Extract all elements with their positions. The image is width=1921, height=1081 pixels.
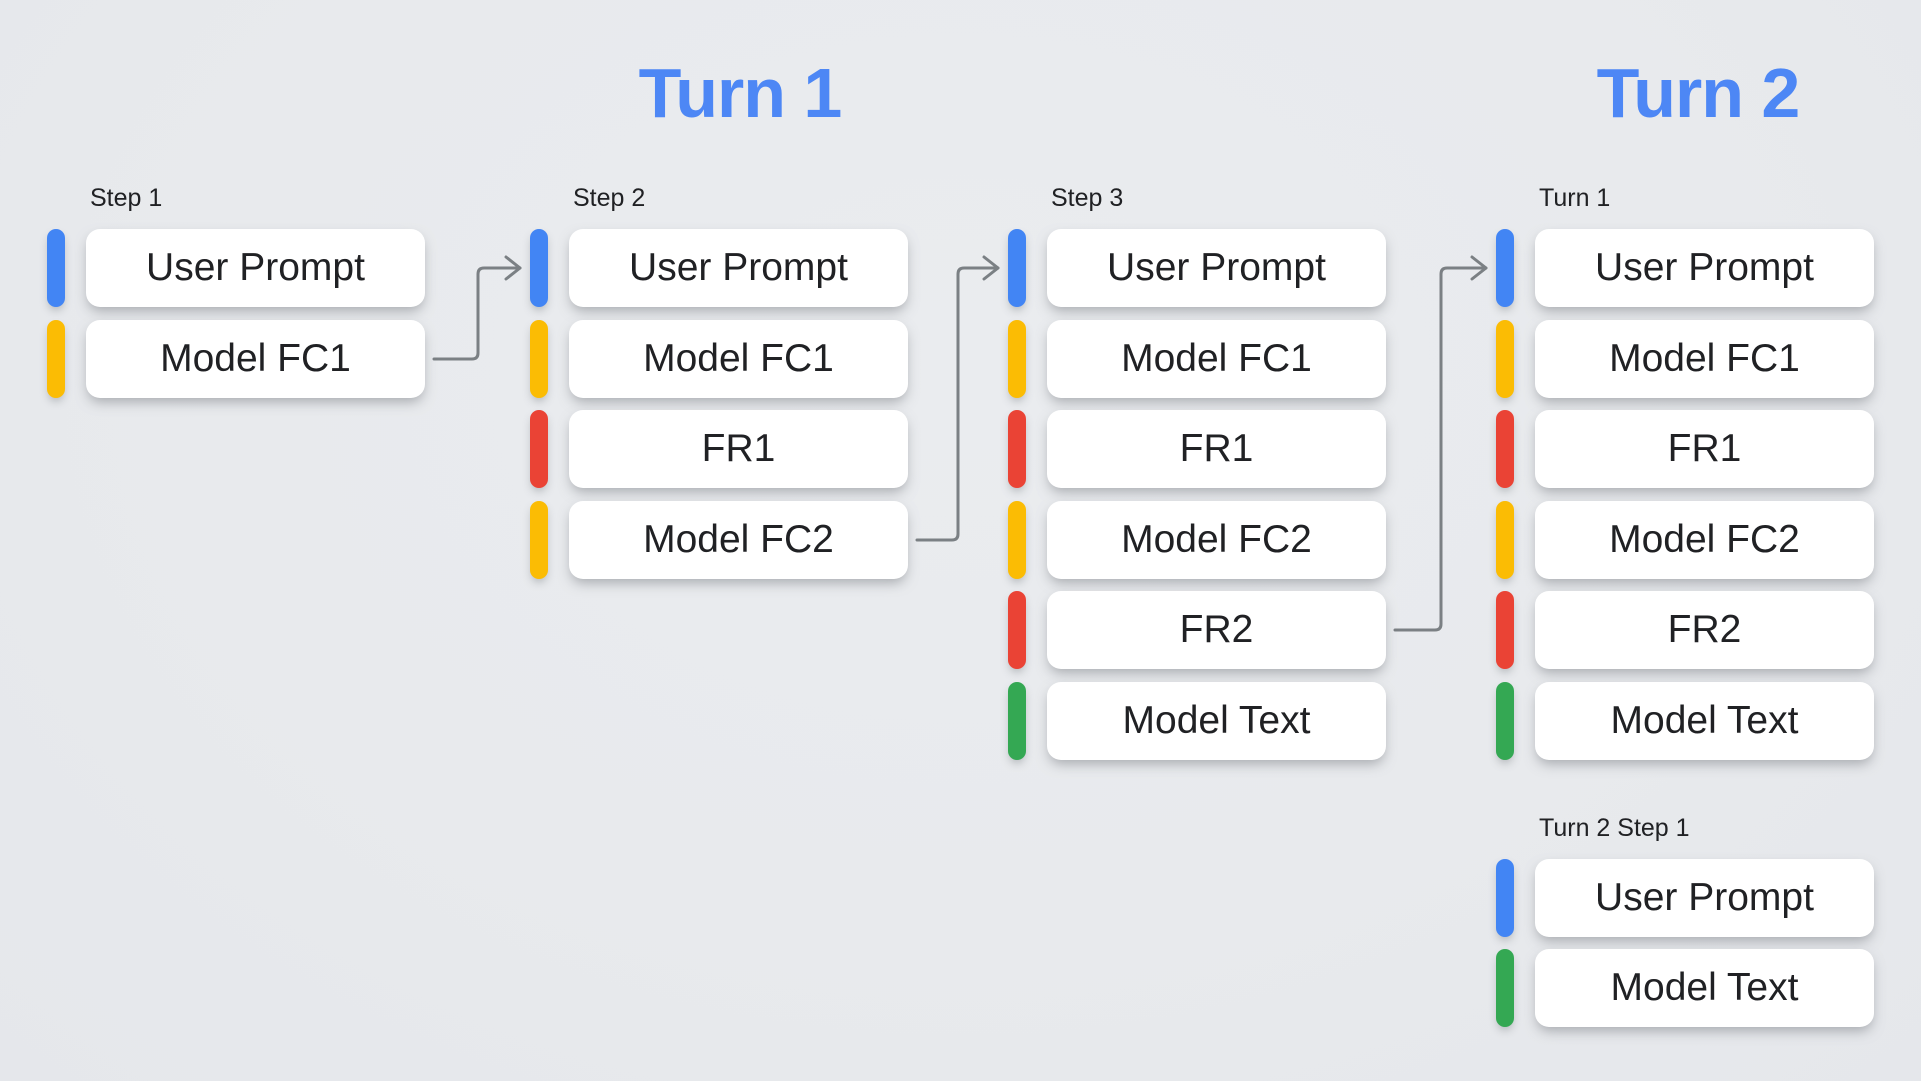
- user-prompt-color-bar: [1496, 229, 1514, 307]
- model-text-color-bar: [1008, 682, 1026, 760]
- flow-box-fr1: FR1: [1535, 410, 1874, 488]
- arrowhead-icon: [1470, 255, 1488, 281]
- flow-box-fr2: FR2: [1535, 591, 1874, 669]
- model-text-color-bar: [1496, 949, 1514, 1027]
- model-function-call-color-bar: [1496, 501, 1514, 579]
- flow-box-model-fc2: Model FC2: [569, 501, 908, 579]
- flow-arrow-2: [915, 255, 1000, 542]
- flow-box-fr1: FR1: [569, 410, 908, 488]
- flow-box-user-prompt: User Prompt: [86, 229, 425, 307]
- flow-box-model-fc1: Model FC1: [86, 320, 425, 398]
- model-function-call-color-bar: [1008, 501, 1026, 579]
- arrowhead-icon: [504, 255, 522, 281]
- turn-1-title: Turn 1: [638, 54, 843, 132]
- flow-box-model-fc2: Model FC2: [1047, 501, 1386, 579]
- function-response-color-bar: [530, 410, 548, 488]
- arrowhead-icon: [982, 255, 1000, 281]
- flow-box-user-prompt: User Prompt: [1047, 229, 1386, 307]
- user-prompt-color-bar: [1008, 229, 1026, 307]
- flow-box-model-text: Model Text: [1535, 949, 1874, 1027]
- column-label-turn-2-step-1: Turn 2 Step 1: [1539, 814, 1690, 842]
- user-prompt-color-bar: [1496, 859, 1514, 937]
- function-response-color-bar: [1496, 410, 1514, 488]
- function-response-color-bar: [1496, 591, 1514, 669]
- model-function-call-color-bar: [1008, 320, 1026, 398]
- flow-box-user-prompt: User Prompt: [1535, 229, 1874, 307]
- function-response-color-bar: [1008, 591, 1026, 669]
- flow-box-model-text: Model Text: [1535, 682, 1874, 760]
- model-function-call-color-bar: [530, 320, 548, 398]
- flow-box-model-fc1: Model FC1: [569, 320, 908, 398]
- flow-box-model-fc2: Model FC2: [1535, 501, 1874, 579]
- flow-box-model-fc1: Model FC1: [1535, 320, 1874, 398]
- flow-box-model-fc1: Model FC1: [1047, 320, 1386, 398]
- user-prompt-color-bar: [47, 229, 65, 307]
- user-prompt-color-bar: [530, 229, 548, 307]
- column-label-step-1: Step 1: [90, 184, 163, 212]
- function-response-color-bar: [1008, 410, 1026, 488]
- flow-arrow-3: [1393, 255, 1488, 632]
- model-text-color-bar: [1496, 682, 1514, 760]
- model-function-call-color-bar: [47, 320, 65, 398]
- flow-box-model-text: Model Text: [1047, 682, 1386, 760]
- column-label-turn-1: Turn 1: [1539, 184, 1611, 212]
- flow-arrow-1: [432, 255, 522, 361]
- flow-box-fr1: FR1: [1047, 410, 1386, 488]
- turn-2-title: Turn 2: [1596, 54, 1801, 132]
- column-label-step-3: Step 3: [1051, 184, 1124, 212]
- model-function-call-color-bar: [1496, 320, 1514, 398]
- model-function-call-color-bar: [530, 501, 548, 579]
- column-label-step-2: Step 2: [573, 184, 646, 212]
- flow-box-user-prompt: User Prompt: [1535, 859, 1874, 937]
- flow-box-fr2: FR2: [1047, 591, 1386, 669]
- flow-box-user-prompt: User Prompt: [569, 229, 908, 307]
